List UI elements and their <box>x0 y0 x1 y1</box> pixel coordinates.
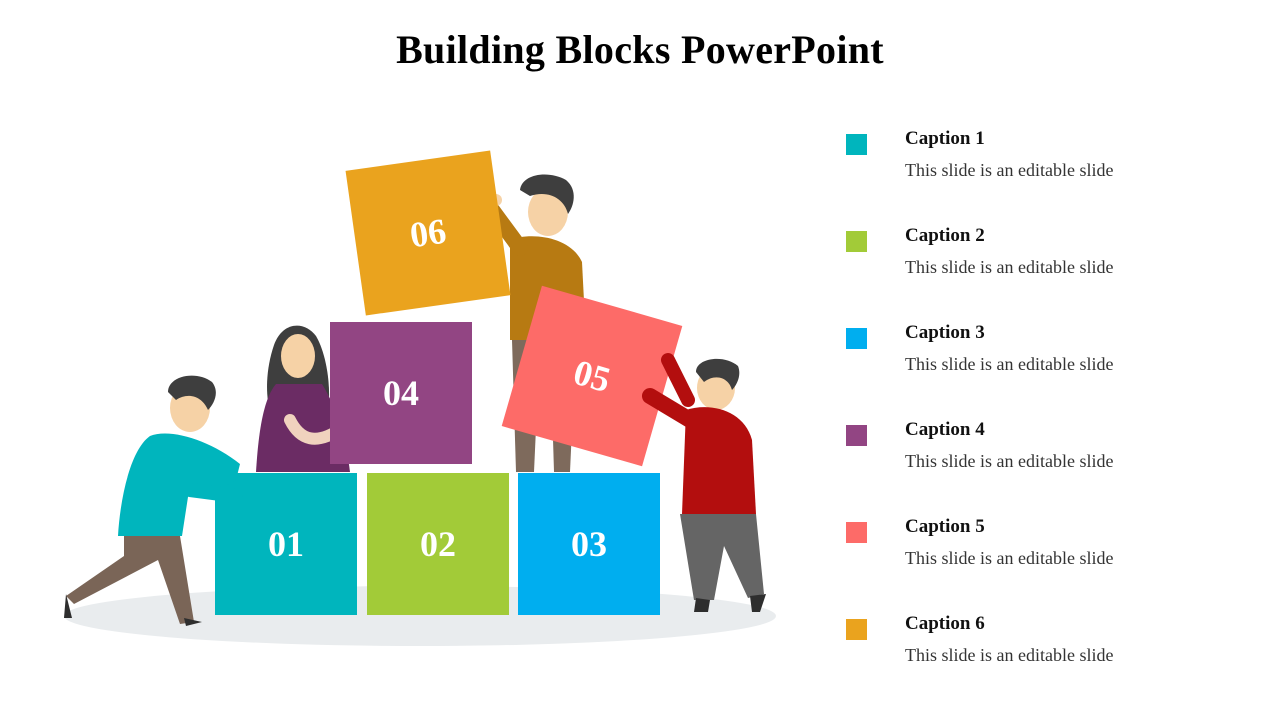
caption-item-2: Caption 2 This slide is an editable slid… <box>846 225 1266 322</box>
caption-swatch <box>846 328 867 349</box>
caption-title: Caption 5 <box>905 516 985 537</box>
caption-title: Caption 3 <box>905 322 985 343</box>
man-left-figure <box>64 375 243 626</box>
block-04: 04 <box>330 322 472 464</box>
caption-swatch <box>846 134 867 155</box>
caption-swatch <box>846 425 867 446</box>
caption-legend: Caption 1 This slide is an editable slid… <box>846 128 1266 710</box>
caption-title: Caption 2 <box>905 225 985 246</box>
caption-title: Caption 6 <box>905 613 985 634</box>
caption-text: This slide is an editable slide <box>905 354 1114 374</box>
caption-text: This slide is an editable slide <box>905 548 1114 568</box>
block-02: 02 <box>367 473 509 615</box>
caption-text: This slide is an editable slide <box>905 160 1114 180</box>
building-blocks-illustration: 01 02 03 04 06 05 <box>64 150 776 646</box>
caption-item-5: Caption 5 This slide is an editable slid… <box>846 516 1266 613</box>
slide-title: Building Blocks PowerPoint <box>396 27 884 72</box>
caption-text: This slide is an editable slide <box>905 257 1114 277</box>
caption-swatch <box>846 619 867 640</box>
man-right-figure <box>642 353 766 612</box>
caption-item-1: Caption 1 This slide is an editable slid… <box>846 128 1266 225</box>
caption-text: This slide is an editable slide <box>905 645 1114 665</box>
caption-item-6: Caption 6 This slide is an editable slid… <box>846 613 1266 710</box>
caption-swatch <box>846 522 867 543</box>
caption-item-3: Caption 3 This slide is an editable slid… <box>846 322 1266 419</box>
caption-title: Caption 4 <box>905 419 985 440</box>
people-front <box>64 353 766 626</box>
block-03: 03 <box>518 473 660 615</box>
woman-figure <box>256 325 350 472</box>
caption-item-4: Caption 4 This slide is an editable slid… <box>846 419 1266 516</box>
caption-title: Caption 1 <box>905 128 985 149</box>
caption-swatch <box>846 231 867 252</box>
caption-text: This slide is an editable slide <box>905 451 1114 471</box>
